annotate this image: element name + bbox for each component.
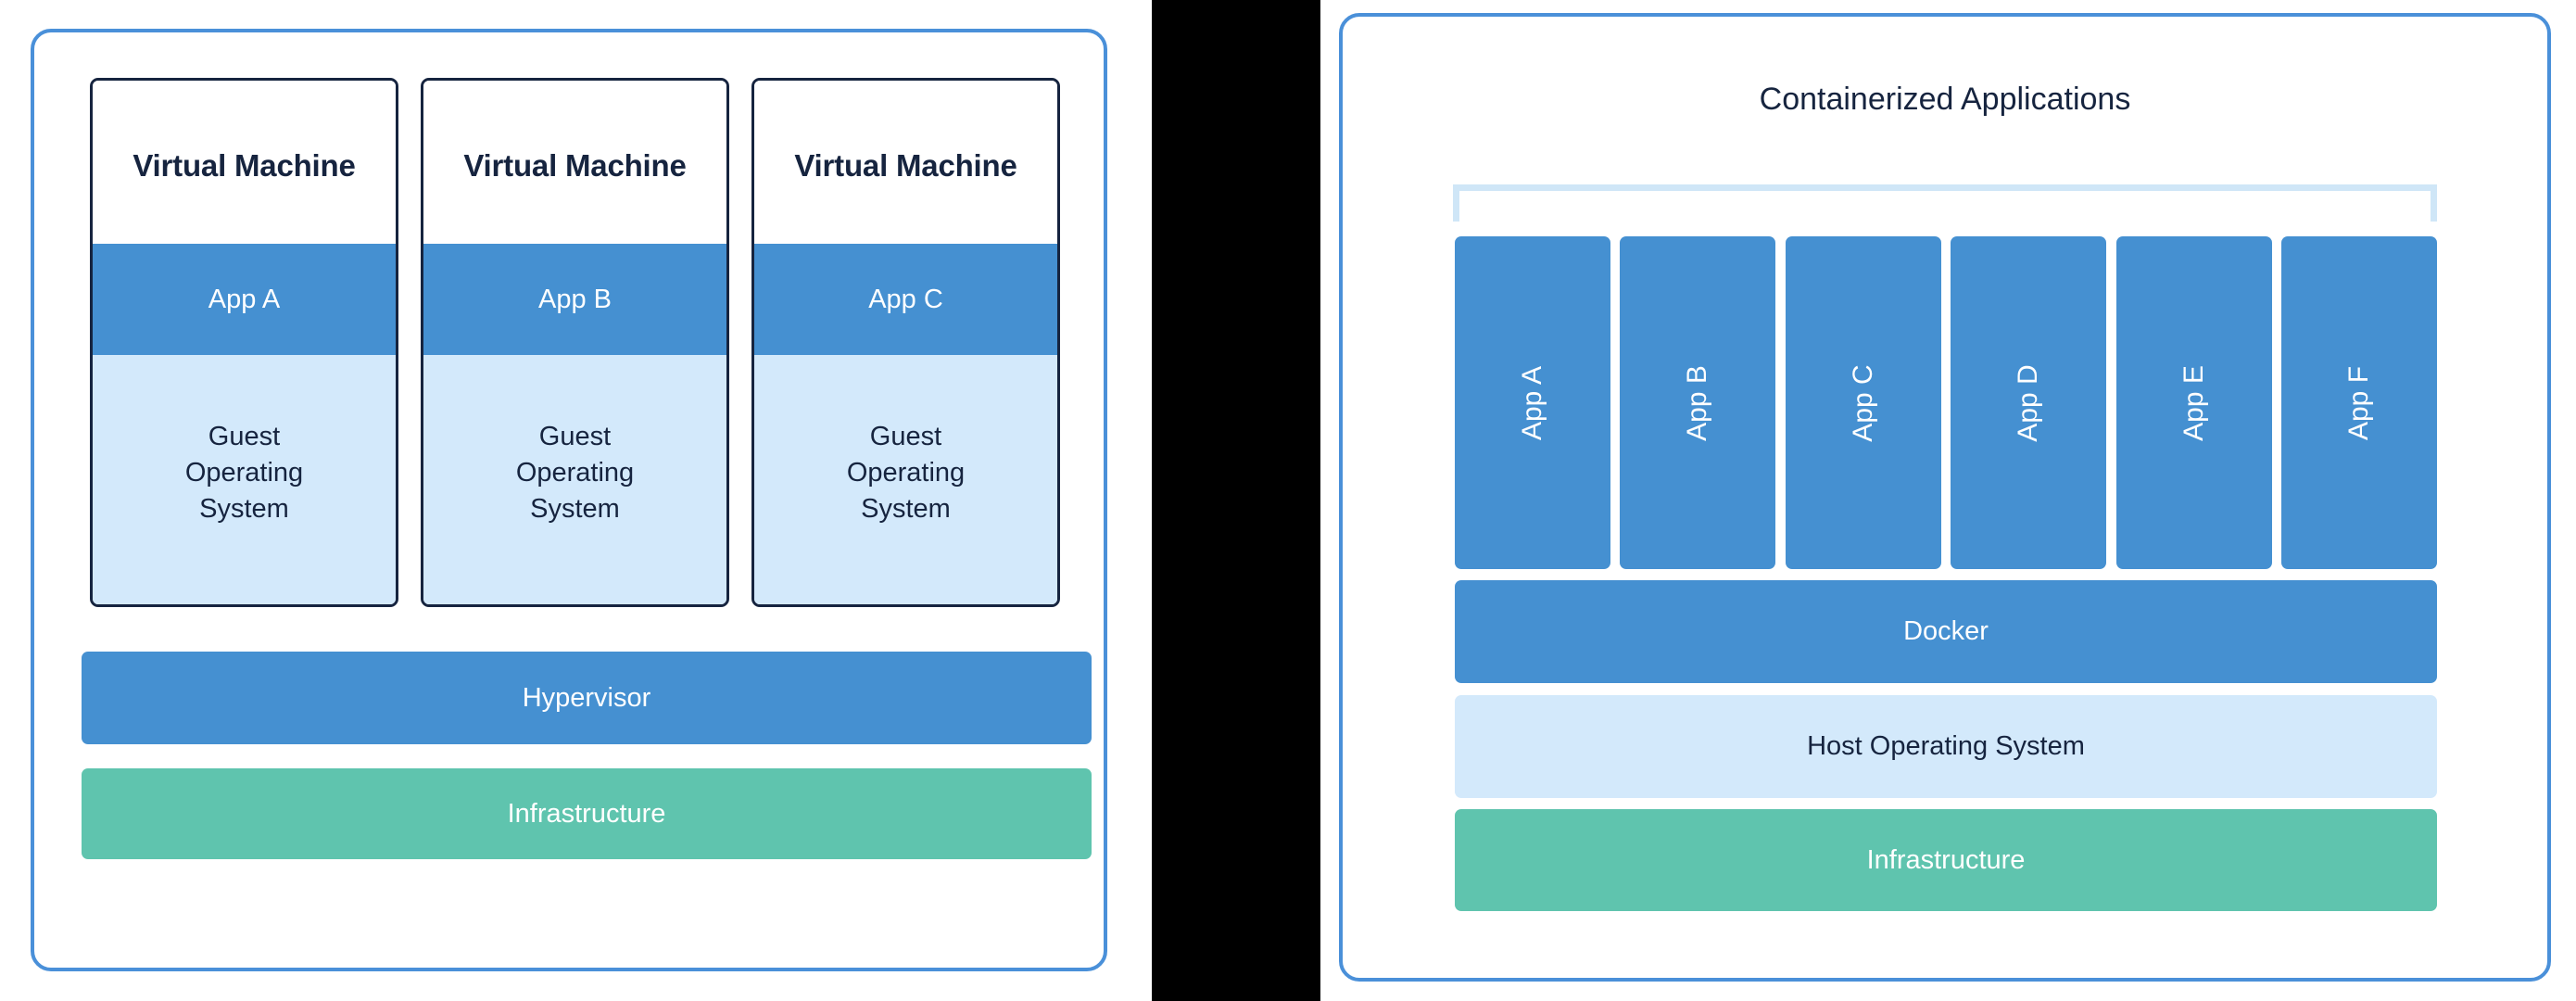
containerized-apps-bracket [1453,184,2437,222]
hypervisor-layer[interactable]: Hypervisor [82,652,1092,744]
vm-app-1: App A [93,244,396,355]
containerized-applications-title: Containerized Applications [1759,82,2131,117]
vm-guest-os-2: Guest Operating System [423,355,726,604]
guest-os-line-3: System [861,494,951,525]
container-app-c[interactable]: App C [1785,236,1941,569]
infrastructure-layer-vm[interactable]: Infrastructure [82,768,1092,859]
vm-title-3: Virtual Machine [754,81,1057,244]
guest-os-line-2: Operating [515,457,635,488]
container-app-row: App A App B App C App D App E App F [1455,236,2437,569]
virtual-machine-row: Virtual Machine App A Guest Operating Sy… [90,78,1060,607]
vm-guest-os-3: Guest Operating System [754,355,1057,604]
guest-os-line-1: Guest [538,421,612,451]
vm-guest-os-1: Guest Operating System [93,355,396,604]
container-app-a-label: App A [1517,365,1547,440]
vm-app-2: App B [423,244,726,355]
container-app-a[interactable]: App A [1455,236,1610,569]
guest-os-line-3: System [199,494,289,525]
container-app-e[interactable]: App E [2115,236,2272,569]
vm-app-3: App C [754,244,1057,355]
container-app-b-label: App B [1682,364,1713,441]
guest-os-line-3: System [530,494,620,525]
docker-layer[interactable]: Docker [1455,580,2437,683]
container-app-f[interactable]: App F [2280,236,2437,569]
guest-os-line-2: Operating [846,457,966,488]
container-app-d[interactable]: App D [1951,236,2107,569]
container-app-e-label: App E [2178,364,2209,441]
host-operating-system-layer[interactable]: Host Operating System [1455,695,2437,798]
container-app-f-label: App F [2342,365,2374,440]
vm-title-2: Virtual Machine [423,81,726,244]
infrastructure-layer-container[interactable]: Infrastructure [1455,809,2437,911]
guest-os-line-1: Guest [869,421,942,451]
guest-os-line-1: Guest [208,421,281,451]
container-app-c-label: App C [1847,363,1878,442]
container-app-b[interactable]: App B [1620,236,1776,569]
virtual-machine-box-2[interactable]: Virtual Machine App B Guest Operating Sy… [421,78,729,607]
vm-title-1: Virtual Machine [93,81,396,244]
virtual-machine-box-1[interactable]: Virtual Machine App A Guest Operating Sy… [90,78,398,607]
virtual-machine-box-3[interactable]: Virtual Machine App C Guest Operating Sy… [751,78,1060,607]
guest-os-line-2: Operating [184,457,304,488]
container-app-d-label: App D [2013,363,2044,442]
virtual-machine-panel: Virtual Machine App A Guest Operating Sy… [31,29,1107,971]
